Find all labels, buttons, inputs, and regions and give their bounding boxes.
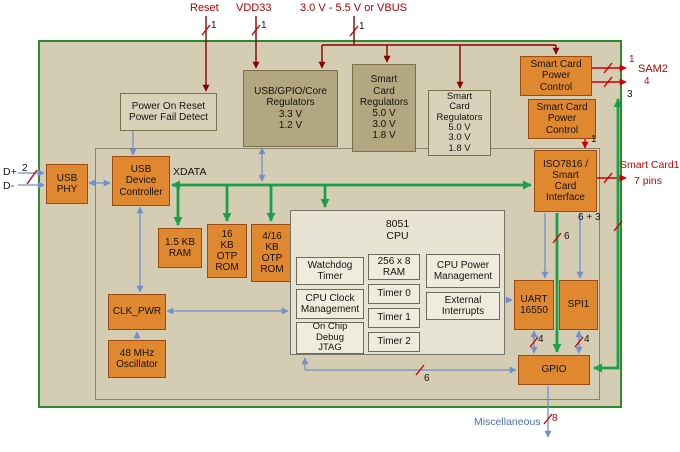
block-onchip-debug-jtag: On Chip Debug JTAG [296, 322, 364, 354]
block-spi1: SPI1 [559, 280, 598, 330]
block-otp-rom-16kb: 16 KB OTP ROM [207, 224, 247, 278]
width-label-sam2-bus: 4 [644, 76, 650, 87]
block-external-interrupts: External Interrupts [426, 292, 500, 320]
width-label-sam2-power: 1 [629, 54, 635, 65]
block-smartcard-regulators-2: Smart Card Regulators 5.0 V 3.0 V 1.8 V [428, 90, 491, 156]
width-label-cpu-gpio: 6 [424, 373, 430, 384]
block-timer2: Timer 2 [368, 332, 420, 352]
block-watchdog-timer: Watchdog Timer [296, 257, 364, 285]
block-48mhz-oscillator: 48 MHz Oscillator [108, 340, 166, 378]
pin-label-smartcard1-pins: 7 pins [634, 175, 663, 187]
width-label-uart-gpio: 4 [538, 334, 544, 345]
block-cpu-power-mgmt: CPU Power Management [426, 254, 500, 288]
width-label-usb: 2 [22, 163, 28, 174]
pin-label-sam2: SAM2 [638, 63, 668, 75]
width-label-vdd33: 1 [261, 20, 267, 31]
wire-right-edge-bus [593, 98, 623, 373]
pin-label-miscellaneous: Miscellaneous [474, 416, 541, 428]
block-cpu-clock-mgmt: CPU Clock Management [296, 289, 364, 319]
block-core-regulators: USB/GPIO/Core Regulators 3.3 V 1.2 V [243, 70, 338, 147]
width-label-right-bus: 3 [627, 89, 633, 100]
width-label-6-plus-3: 6 + 3 [578, 212, 601, 223]
block-smartcard-power-control-2: Smart Card Power Control [528, 99, 596, 139]
pin-label-d-minus: D- [3, 180, 15, 192]
block-otp-rom-4-16kb: 4/16 KB OTP ROM [251, 224, 293, 282]
block-timer1: Timer 1 [368, 308, 420, 328]
bus-wires-green [171, 98, 623, 373]
block-gpio: GPIO [518, 355, 590, 385]
bus-label-xdata: XDATA [173, 166, 207, 178]
block-uart-16550: UART 16550 [514, 280, 554, 330]
bus-width-slashes [26, 24, 623, 425]
signal-wires-blue [18, 131, 584, 438]
block-usb-phy: USB PHY [46, 164, 88, 204]
width-label-iso-bus: 6 [564, 231, 570, 242]
pin-label-vdd33: VDD33 [236, 2, 272, 14]
width-label-vbus: 1 [359, 21, 365, 32]
block-ram-1-5kb: 1.5 KB RAM [158, 228, 202, 268]
block-iso7816-interface: ISO7816 / Smart Card Interface [534, 150, 597, 212]
block-power-on-reset: Power On Reset Power Fail Detect [120, 93, 217, 131]
block-clk-pwr: CLK_PWR [108, 294, 166, 330]
block-smartcard-power-control-1: Smart Card Power Control [520, 56, 592, 96]
block-timer0: Timer 0 [368, 284, 420, 304]
block-usb-device-controller: USB Device Controller [112, 156, 170, 206]
pin-label-d-plus: D+ [3, 166, 17, 178]
power-wires-dark-red [202, 16, 560, 92]
width-label-misc: 8 [552, 413, 558, 424]
width-label-reset: 1 [211, 20, 217, 31]
width-label-spi-gpio: 4 [584, 334, 590, 345]
block-ram-256x8: 256 x 8 RAM [368, 254, 420, 280]
width-label-scpc2: 1 [591, 134, 597, 145]
pin-label-reset: Reset [190, 2, 219, 14]
block-smartcard-regulators-1: Smart Card Regulators 5.0 V 3.0 V 1.8 V [352, 64, 416, 152]
pin-label-vbus: 3.0 V - 5.5 V or VBUS [300, 2, 407, 14]
pin-label-smartcard1: Smart Card1 [620, 159, 680, 171]
